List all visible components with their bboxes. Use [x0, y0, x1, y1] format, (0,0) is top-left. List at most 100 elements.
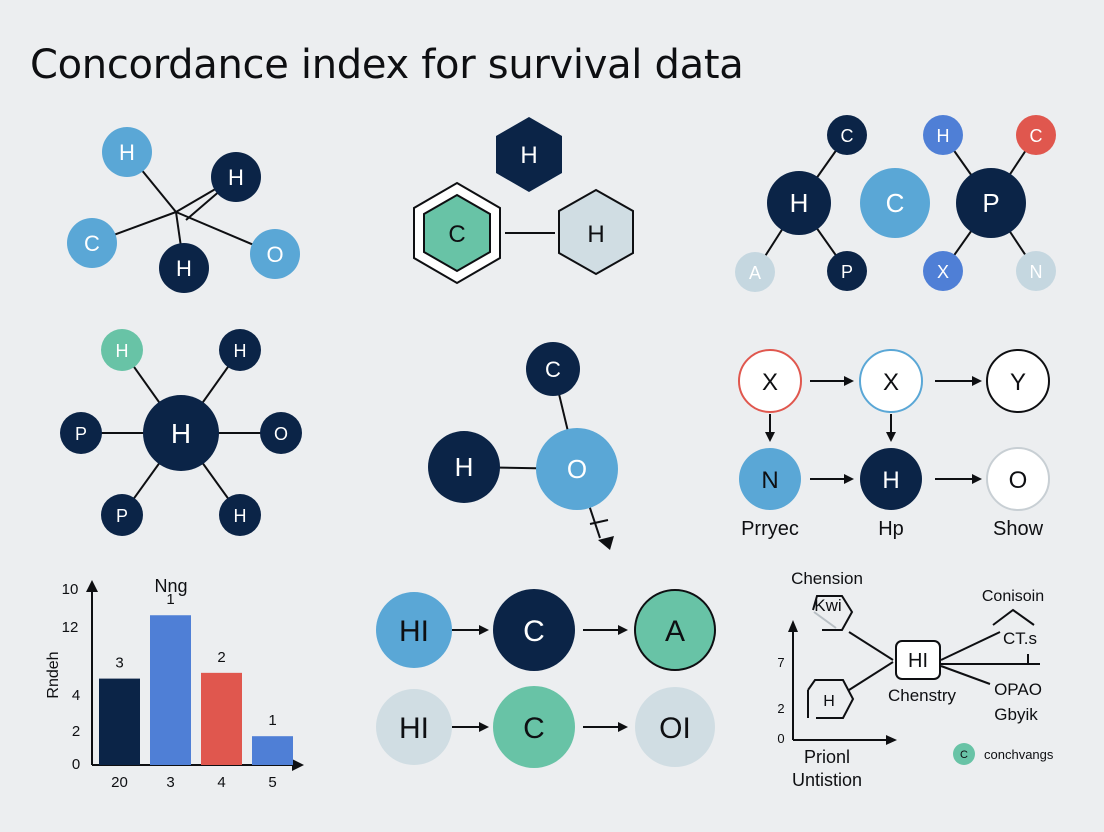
node-label: X — [762, 369, 778, 396]
atom-node: H — [923, 115, 963, 155]
flow-node: OI — [635, 687, 715, 767]
bar-4 — [201, 672, 242, 765]
flow-node: C — [493, 686, 575, 768]
atom-label: C — [84, 231, 100, 256]
concept-label: Kwi — [814, 596, 841, 615]
x-axis-arrow-icon — [292, 759, 304, 771]
atom-label: H — [116, 341, 129, 361]
tick-label: 2 — [777, 701, 784, 716]
atom-node: H — [219, 329, 261, 371]
node-label: HI — [399, 615, 429, 648]
atom-hexagon: H — [496, 117, 562, 192]
concept-box: HI — [895, 640, 941, 680]
x-tick-label: 20 — [111, 774, 128, 791]
flow-node: C — [493, 589, 575, 671]
legend-glyph: C — [960, 749, 968, 761]
atom-label: H — [228, 165, 244, 190]
atom-label: X — [937, 262, 949, 282]
molecule-panel-5: C H O — [428, 342, 618, 550]
atom-label: H — [171, 418, 191, 449]
atom-label: C — [545, 357, 561, 382]
node-label: C — [523, 712, 545, 745]
atom-label: H — [587, 221, 604, 248]
y-tick-label: 4 — [72, 687, 80, 704]
atom-label: C — [1030, 126, 1043, 146]
atom-node: H — [102, 127, 152, 177]
node-label: OI — [659, 712, 691, 745]
node-label: Y — [1010, 369, 1026, 396]
flow-node: Y — [986, 349, 1050, 413]
atom-node: X — [923, 251, 963, 291]
atom-hexagon: H — [558, 188, 634, 276]
tick-label: 7 — [777, 655, 784, 670]
y-tick-label: 0 — [72, 756, 80, 773]
concept-panel-9: 7 2 0 Chension Kwi Conisoin CT.s HI Chen… — [777, 569, 1053, 790]
atom-label: C — [448, 221, 465, 248]
bracket-shape — [812, 595, 854, 631]
molecule-panel-2: H C H — [413, 117, 634, 285]
y-axis-label: Rndeh — [45, 651, 62, 698]
molecule-panel-1: H H C H O — [67, 127, 300, 293]
atom-node: P — [827, 251, 867, 291]
atom-node: H — [428, 431, 500, 503]
legend-swatch — [953, 743, 975, 765]
atom-node: H — [767, 171, 831, 235]
atom-node: A — [735, 252, 775, 292]
legend-text: conchvangs — [984, 747, 1054, 762]
flow-caption: Prryec — [741, 518, 799, 540]
atom-node: H — [211, 152, 261, 202]
atom-label: P — [75, 424, 87, 444]
atom-node: C — [67, 218, 117, 268]
flow-node: X — [859, 349, 923, 413]
node-label: C — [523, 615, 545, 648]
concept-label: Prionl — [804, 747, 850, 767]
atom-node: P — [956, 168, 1026, 238]
concept-label: Untistion — [792, 770, 862, 790]
atom-label: A — [749, 263, 761, 283]
molecule-panel-4: H H H P O P H — [60, 329, 302, 536]
arrowhead-icon — [598, 536, 614, 550]
atom-label: O — [274, 424, 288, 444]
atom-label: H — [937, 126, 950, 146]
x-tick-label: 5 — [268, 774, 276, 791]
atom-label: P — [982, 188, 999, 218]
y-axis-arrow-icon — [86, 580, 98, 592]
atom-label: O — [266, 242, 283, 267]
flow-caption: Show — [993, 518, 1044, 540]
node-label: HI — [399, 712, 429, 745]
bar-data-label: 1 — [268, 712, 276, 729]
chart-title: Nng — [154, 576, 187, 596]
concept-label: Gbyik — [994, 705, 1038, 724]
bar-3 — [150, 615, 191, 765]
atom-label: H — [234, 506, 247, 526]
arrowhead-icon — [886, 735, 897, 745]
node-label: X — [883, 369, 899, 396]
bar-5 — [252, 736, 293, 765]
y-tick-label: 10 — [62, 581, 79, 598]
atom-label: H — [176, 256, 192, 281]
atom-node: C — [860, 168, 930, 238]
molecule-panel-3: C H C H C P A P X N — [735, 115, 1056, 292]
flow-node: H — [860, 448, 922, 510]
concept-label: Chension — [791, 569, 863, 588]
atom-label: H — [234, 341, 247, 361]
legend-item: C conchvangs — [953, 743, 1054, 765]
bar-data-label: 3 — [115, 655, 123, 672]
atom-node: C — [827, 115, 867, 155]
atom-label: P — [841, 262, 853, 282]
y-tick-label: 2 — [72, 723, 80, 740]
roof-shape — [992, 608, 1035, 626]
pointer-line — [813, 611, 837, 629]
flow-node: O — [986, 447, 1050, 511]
concept-label: Conisoin — [982, 588, 1044, 605]
bar-20 — [99, 678, 140, 765]
flow-node: HI — [376, 592, 452, 668]
concept-label: CT.s — [1003, 629, 1037, 648]
bar-data-label: 2 — [217, 649, 225, 666]
atom-label: H — [455, 452, 474, 482]
atom-node: C — [1016, 115, 1056, 155]
flow-node: A — [634, 589, 716, 671]
atom-label: P — [116, 506, 128, 526]
